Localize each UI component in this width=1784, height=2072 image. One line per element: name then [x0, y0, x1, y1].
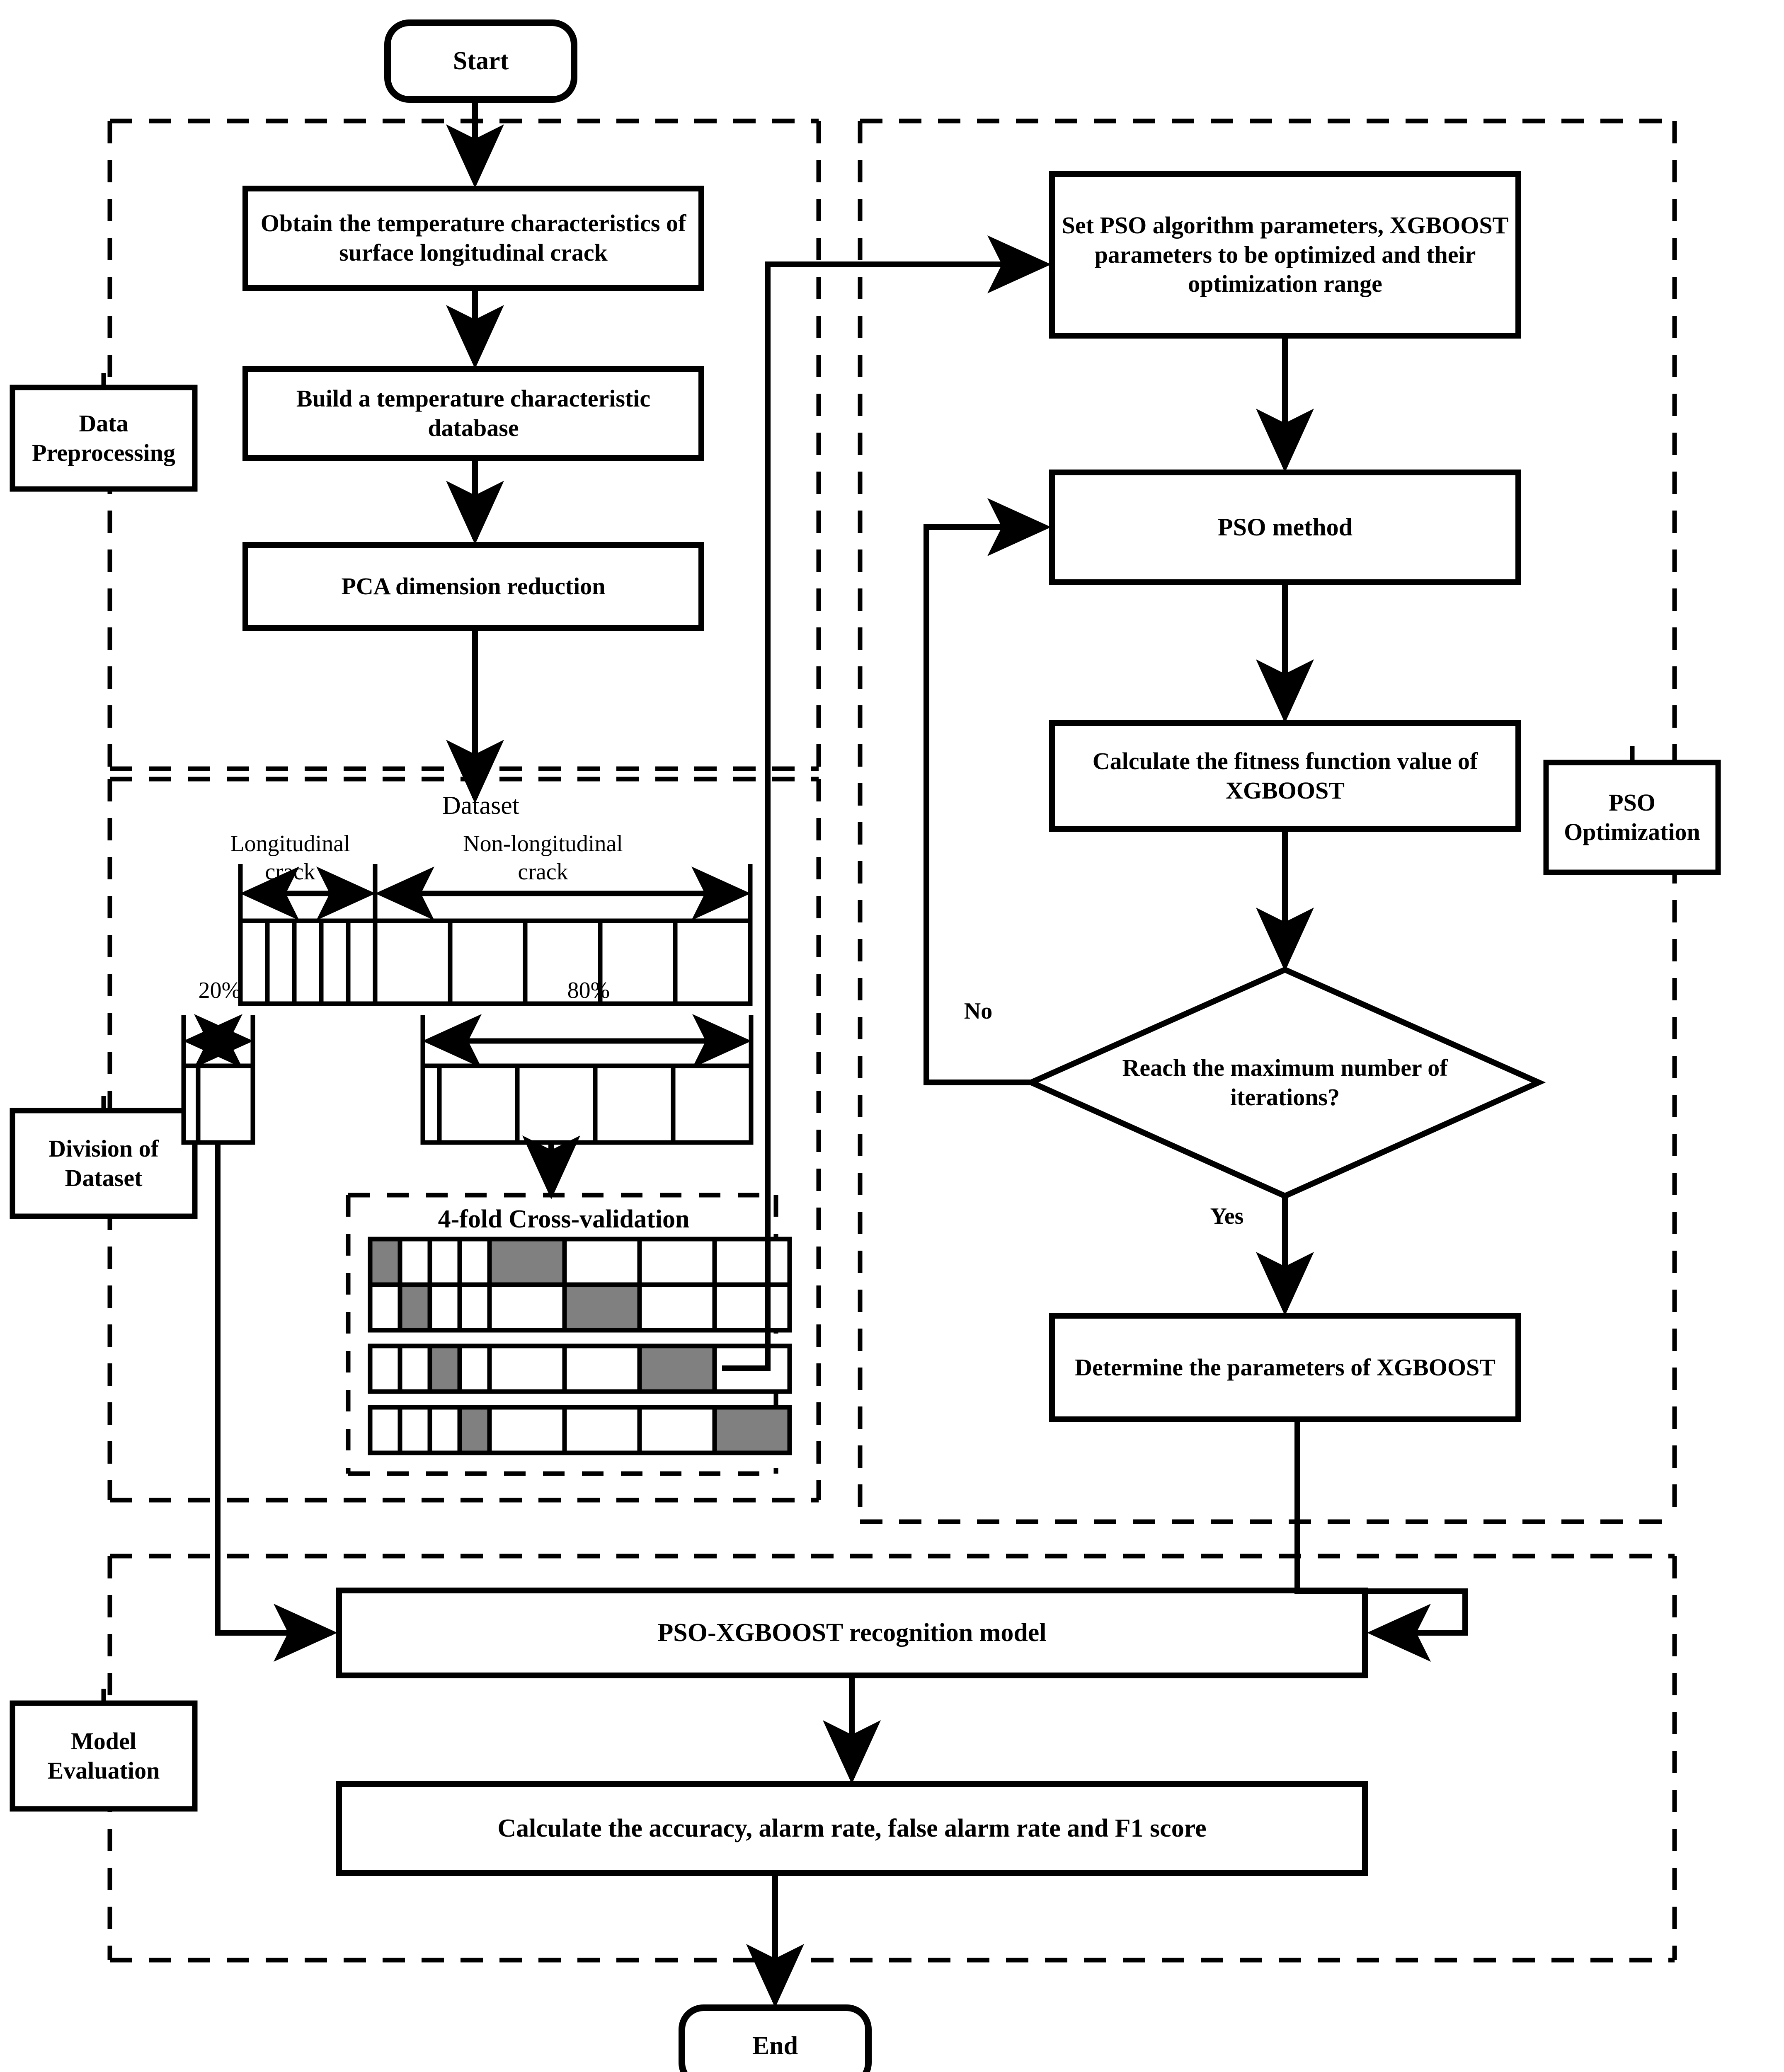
edge-cv-to-set-pso: [722, 235, 1051, 1371]
step-label-set-pso-parameters: Set PSO algorithm parameters, XGBOOST pa…: [1062, 211, 1509, 298]
cv-fold-row-4: [368, 1405, 792, 1455]
dataset-bar: [238, 918, 753, 1006]
phase-label-division-of-dataset: Division of Dataset: [48, 1135, 159, 1191]
box-determine-parameters: [1049, 1313, 1521, 1422]
dataset-title: Dataset: [442, 792, 519, 820]
box-calculate-metrics: [336, 1781, 1368, 1876]
step-label-build-database: Build a temperature characteristic datab…: [296, 385, 651, 441]
start-terminal-shape: [384, 19, 577, 103]
decision-label-max-iterations: Reach the maximum number of iterations?: [1122, 1054, 1448, 1111]
end-terminal-label: End: [752, 2031, 798, 2060]
train-split-bar: [420, 1063, 754, 1145]
test-split-bar: [181, 1063, 255, 1145]
phase-box-division-of-dataset: [10, 1108, 198, 1219]
cross-validation-title: 4-fold Cross-validation: [438, 1205, 690, 1233]
panel-cross-validation: [346, 1193, 778, 1476]
dataset-class-label-longitudinal: Longitudinal crack: [230, 830, 350, 885]
box-obtain-temperature: [242, 186, 704, 291]
decision-no-label: No: [964, 998, 993, 1024]
phase-label-model-evaluation: Model Evaluation: [47, 1727, 160, 1784]
step-label-pso-xgboost-model: PSO-XGBOOST recognition model: [657, 1618, 1047, 1647]
box-pso-xgboost-model: [336, 1588, 1368, 1678]
edge-determine-to-model: [1294, 1419, 1468, 1662]
end-terminal-shape: [679, 2004, 872, 2072]
edge-decision-no-loop: [924, 498, 1051, 1085]
edge-test-to-model: [215, 1143, 337, 1662]
phase-label-pso-optimization: PSO Optimization: [1564, 789, 1700, 845]
step-label-pso-method: PSO method: [1217, 513, 1353, 541]
cv-fold-row-2: [368, 1282, 792, 1333]
box-calculate-fitness: [1049, 720, 1521, 832]
phase-label-data-preprocessing: Data Preprocessing: [32, 409, 175, 466]
dataset-class-label-non-longitudinal: Non-longitudinal crack: [463, 830, 623, 885]
cv-fold-row-1: [368, 1237, 792, 1287]
step-label-obtain-temperature: Obtain the temperature characteristics o…: [260, 210, 686, 266]
phase-box-data-preprocessing: [10, 385, 198, 492]
dataset-split-label-test: 20%: [198, 977, 241, 1003]
step-label-determine-parameters: Determine the parameters of XGBOOST: [1075, 1353, 1496, 1381]
dataset-split-label-train: 80%: [567, 977, 610, 1003]
decision-yes-label: Yes: [1210, 1203, 1244, 1229]
start-terminal-label: Start: [453, 46, 509, 75]
step-label-calculate-fitness: Calculate the fitness function value of …: [1092, 747, 1478, 804]
step-label-pca-reduction: PCA dimension reduction: [341, 572, 606, 600]
panel-pso-optimization: [858, 119, 1677, 1524]
step-label-calculate-metrics: Calculate the accuracy, alarm rate, fals…: [497, 1814, 1207, 1842]
